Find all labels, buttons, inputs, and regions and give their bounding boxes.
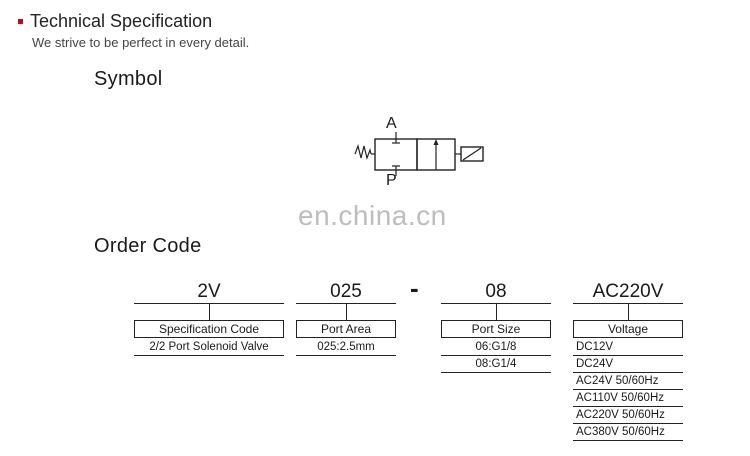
page-subtitle: We strive to be perfect in every detail. [32,35,250,50]
order-code-heading: Order Code [94,235,202,257]
voltage-option-item: AC380V 50/60Hz [573,424,683,441]
spec-code-label: Specification Code [134,320,284,338]
voltage-option-item: AC110V 50/60Hz [573,390,683,407]
symbol-heading: Symbol [94,68,163,90]
connector-line [496,303,497,320]
port-a-label: A [386,115,397,132]
valve-symbol-diagram [354,132,484,176]
code-segment-spec: 2V [197,281,221,302]
code-separator: - [410,273,419,303]
valve-closed-position [374,138,418,171]
code-segment-port-size: 08 [485,281,507,302]
port-size-option-item: 06:G1/8 [441,339,551,356]
section-marker [18,19,23,24]
solenoid-actuator [460,146,484,162]
voltage-option-item: AC220V 50/60Hz [573,407,683,424]
voltage-label: Voltage [573,320,683,338]
voltage-option-item: AC24V 50/60Hz [573,373,683,390]
page-title: Technical Specification [30,11,213,31]
spring-symbol [354,143,372,161]
code-segment-voltage: AC220V [592,281,664,302]
voltage-option-item: DC24V [573,356,683,373]
code-segment-area: 025 [330,281,362,302]
connector-line [209,303,210,320]
port-area-label: Port Area [296,320,396,338]
watermark: en.china.cn [298,200,447,231]
spec-option-item: 2/2 Port Solenoid Valve [134,339,284,356]
connector-line [346,303,347,320]
voltage-option-item: DC12V [573,339,683,356]
port-size-label: Port Size [441,320,551,338]
port-area-option-item: 025:2.5mm [296,339,396,356]
connector-line [628,303,629,320]
port-size-option-item: 08:G1/4 [441,356,551,373]
port-p-label: P [386,172,397,189]
